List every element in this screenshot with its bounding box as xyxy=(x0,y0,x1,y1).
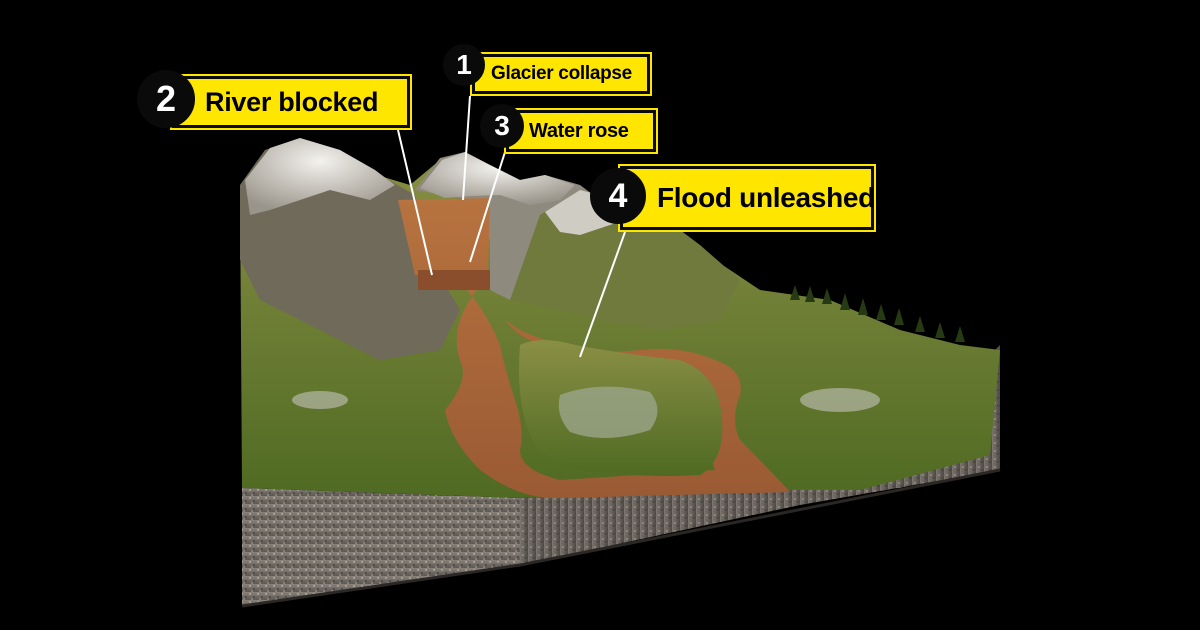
block-front-rock xyxy=(242,488,520,606)
callout-number-1: 1 xyxy=(443,44,485,86)
callout-label-3: Water rose xyxy=(506,110,656,152)
callout-label-2: River blocked xyxy=(172,76,410,128)
callout-number-3: 3 xyxy=(480,104,524,148)
callout-number-2: 2 xyxy=(137,70,195,128)
callout-number-4: 4 xyxy=(590,168,646,224)
leader-line-1 xyxy=(462,95,471,201)
leader-line-3 xyxy=(469,151,506,263)
callout-label-4: Flood unleashed xyxy=(620,166,875,230)
forest-right xyxy=(790,285,965,342)
village-right xyxy=(800,388,880,412)
left-mountain-snow xyxy=(245,138,395,215)
debris-dam xyxy=(418,270,490,290)
island-settlement xyxy=(558,386,658,439)
flood-water xyxy=(398,198,790,499)
village-left xyxy=(292,391,348,409)
leader-line-2 xyxy=(397,129,433,276)
callout-label-1: Glacier collapse xyxy=(472,54,650,94)
leader-line-4 xyxy=(579,231,626,358)
